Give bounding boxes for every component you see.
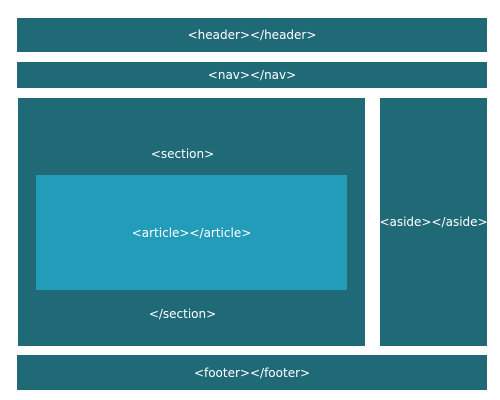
- article-block: <article></article>: [36, 175, 347, 290]
- header-label: <header></header>: [187, 28, 317, 42]
- nav-block: <nav></nav>: [17, 62, 487, 88]
- footer-label: <footer></footer>: [193, 365, 311, 380]
- section-close-label: </section>: [148, 307, 217, 321]
- article-label: <article></article>: [131, 225, 252, 240]
- nav-label: <nav></nav>: [207, 68, 297, 82]
- aside-block: <aside></aside>: [379, 98, 488, 346]
- aside-label: <aside></aside>: [379, 215, 488, 229]
- header-block: <header></header>: [17, 18, 487, 52]
- section-open-label: <section>: [150, 147, 215, 161]
- footer-block: <footer></footer>: [17, 355, 487, 390]
